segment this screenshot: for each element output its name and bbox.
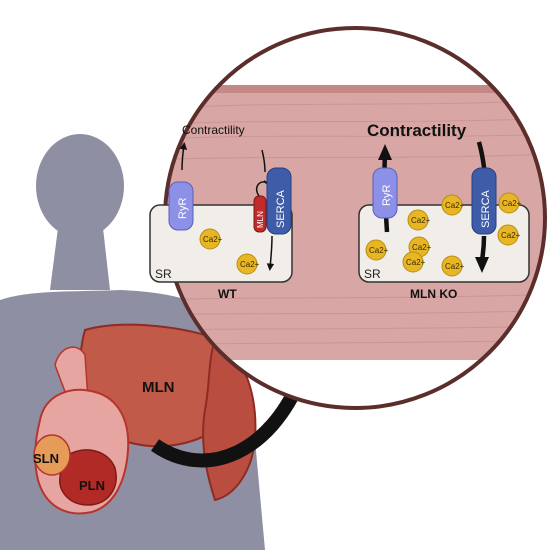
ko-calcium-label: Ca2+ [445,201,465,210]
ko-contractility-label: Contractility [367,121,467,140]
ko-contractility-arrow-left-head [378,144,392,160]
ko-calcium-ion [407,209,429,231]
ko-serca-pump [471,167,497,235]
ko-title: MLN KO [410,287,457,301]
head [36,134,124,238]
wt-serca-label: SERCA [275,189,287,228]
zoom-arrow [150,372,309,468]
sln-label: SLN [33,451,59,466]
wt-sr-label: SR [155,267,172,281]
ko-calcium-ion [498,192,520,214]
ko-calcium-label: Ca2+ [369,246,389,255]
wt-calcium-label: Ca2+ [203,235,223,244]
ko-calcium-label: Ca2+ [406,258,426,267]
ko-calcium-label: Ca2+ [501,231,521,240]
ko-calcium-ion [402,251,424,273]
wt-contractility-arrow-left [179,142,188,171]
neck [50,228,110,290]
ko-ryr-label: RyR [381,185,393,206]
wt-mln-peptide [253,195,267,233]
wt-contractility-label: Contractility [182,123,245,137]
ko-calcium-label: Ca2+ [445,262,465,271]
ko-sr-label: SR [364,267,381,281]
heart: SLN PLN [33,346,130,515]
wt-serca-arrow [266,235,275,271]
wt-ryr-channel [168,181,194,231]
wt-serca-pump [266,167,292,235]
ko-calcium-label: Ca2+ [411,216,431,225]
wt-panel: Contractility RyR MLN SERCA Ca2+ Ca2+ SR… [149,123,293,301]
wt-ryr-label: RyR [177,198,189,219]
ko-calcium-ion [441,255,463,277]
ko-calcium-label: Ca2+ [412,243,432,252]
ko-serca-arrow-head [475,257,489,273]
ko-serca-label: SERCA [480,189,492,228]
ko-calcium-ion [365,239,387,261]
membrane-top-edge [165,85,545,93]
ko-calcium-label: Ca2+ [502,199,522,208]
wt-title: WT [218,287,237,301]
ko-panel: Contractility RyR SERCA Ca2+ Ca2+ Ca2+ C… [358,121,530,301]
wt-mln-label: MLN [256,211,265,228]
atrium-sln [33,434,71,476]
ko-calcium-ion [497,224,519,246]
pln-label: PLN [79,478,105,493]
ko-serca-arrow [479,235,487,261]
wt-calcium-label: Ca2+ [240,260,260,269]
wt-calcium-ion [236,253,258,275]
wt-calcium-ion [199,228,221,250]
ko-ryr-channel [372,167,398,219]
mln-organ-label: MLN [142,379,175,396]
ko-calcium-ion [441,194,463,216]
wt-contractility-arrow-right [261,149,266,173]
